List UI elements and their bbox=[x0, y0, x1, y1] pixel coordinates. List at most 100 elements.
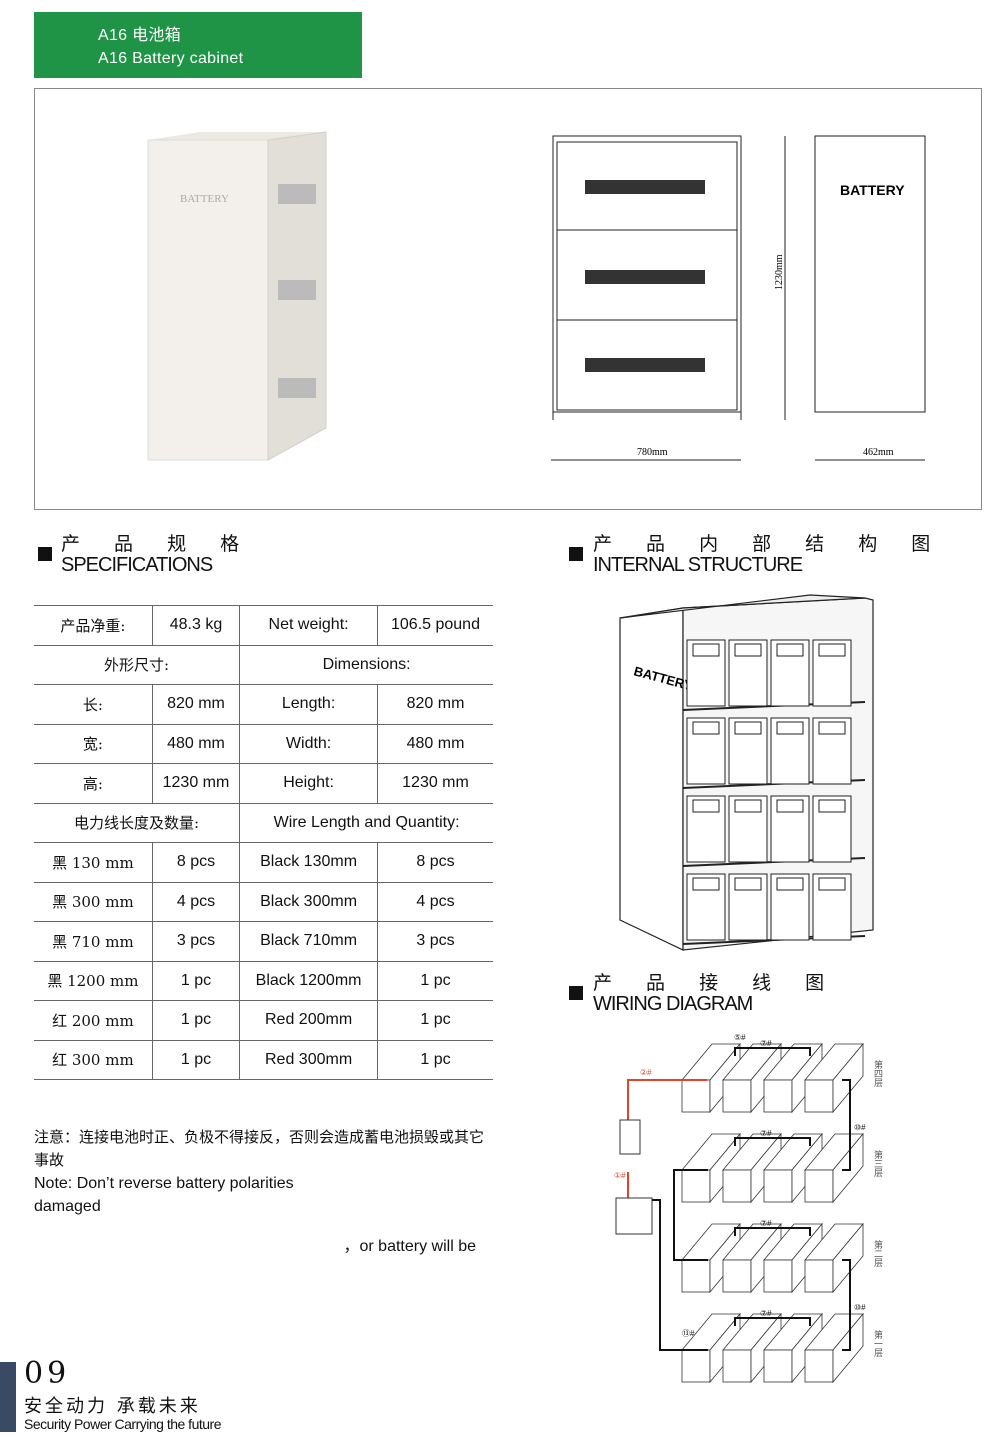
spec-cell: 4 pcs bbox=[151, 881, 240, 922]
wire-label: ②# bbox=[640, 1068, 652, 1077]
spec-cell: 黑 710 mm bbox=[34, 921, 153, 962]
battery bbox=[686, 639, 726, 707]
spec-cell: 1230 mm bbox=[377, 763, 493, 804]
spec-cell: 1 pc bbox=[377, 960, 493, 1001]
wire-label: ⑦# bbox=[760, 1039, 772, 1048]
spec-cell: Red 300mm bbox=[239, 1039, 378, 1080]
spec-cell: 黑 1200 mm bbox=[34, 960, 153, 1001]
spec-cell: 820 mm bbox=[377, 684, 493, 725]
battery bbox=[728, 795, 768, 863]
page-number: 09 bbox=[24, 1356, 71, 1391]
battery-block bbox=[804, 1042, 864, 1114]
spec-cell: 3 pcs bbox=[377, 921, 493, 962]
spec-cell: Length: bbox=[239, 684, 378, 725]
wire-label: ⑩# bbox=[854, 1303, 866, 1312]
bullet-icon bbox=[569, 986, 583, 1000]
spec-cell: 电力线长度及数量: bbox=[34, 802, 240, 843]
spec-cell: 1 pc bbox=[151, 1039, 240, 1080]
spec-cell: Net weight: bbox=[239, 605, 378, 646]
battery bbox=[686, 717, 726, 785]
spec-cell: Black 300mm bbox=[239, 881, 378, 922]
battery-block bbox=[804, 1222, 864, 1294]
layer-label: 第四层 bbox=[873, 1059, 883, 1088]
battery-block bbox=[804, 1312, 864, 1384]
spec-cell: 8 pcs bbox=[151, 842, 240, 883]
wire-label: ⑦# bbox=[760, 1219, 772, 1228]
battery bbox=[770, 639, 810, 707]
internal-structure-drawing: BATTERY bbox=[619, 594, 874, 951]
caution-note: 注意：连接电池时正、负极不得接反，否则会造成蓄电池损毁或其它事故 Note: D… bbox=[34, 1128, 485, 1255]
battery bbox=[686, 873, 726, 941]
spec-cell: Dimensions: bbox=[239, 644, 493, 685]
spec-cell: Black 130mm bbox=[239, 842, 378, 883]
spec-cell: 红 300 mm bbox=[34, 1039, 153, 1080]
wire-label: ⑩# bbox=[854, 1123, 866, 1132]
svg-text:BATTERY: BATTERY bbox=[180, 193, 229, 205]
spec-row: 电力线长度及数量:Wire Length and Quantity: bbox=[34, 802, 493, 843]
layer-label: 第二层 bbox=[873, 1239, 883, 1268]
spec-cell: 106.5 pound bbox=[377, 605, 493, 646]
battery bbox=[770, 717, 810, 785]
battery bbox=[686, 795, 726, 863]
spec-cell: 480 mm bbox=[377, 723, 493, 764]
spec-cell: 外形尺寸: bbox=[34, 644, 240, 685]
wire-label: ⑬# bbox=[682, 1329, 695, 1338]
spec-cell: 820 mm bbox=[151, 684, 240, 725]
spec-cell: 48.3 kg bbox=[151, 605, 240, 646]
product-drawing-frame bbox=[34, 88, 982, 510]
battery bbox=[812, 795, 852, 863]
spec-cell: 1 pc bbox=[377, 1000, 493, 1041]
spec-cell: 红 200 mm bbox=[34, 1000, 153, 1041]
spec-cell: 黑 300 mm bbox=[34, 881, 153, 922]
title-banner: A16 电池箱 A16 Battery cabinet bbox=[34, 12, 362, 78]
spec-cell: 高: bbox=[34, 763, 153, 804]
svg-text:462mm: 462mm bbox=[863, 447, 894, 458]
svg-text:BATTERY: BATTERY bbox=[840, 182, 905, 198]
layer-label: 第一层 bbox=[873, 1329, 883, 1358]
layer-label: 第三层 bbox=[873, 1149, 883, 1178]
dimension-drawing: BATTERY 780mm 462mm 1230mm bbox=[551, 135, 926, 461]
wire-label: ⑦# bbox=[760, 1129, 772, 1138]
battery bbox=[812, 717, 852, 785]
battery bbox=[728, 639, 768, 707]
battery bbox=[728, 717, 768, 785]
spec-cell: 长: bbox=[34, 684, 153, 725]
spec-cell: 1 pc bbox=[151, 960, 240, 1001]
spec-cell: Wire Length and Quantity: bbox=[239, 802, 493, 843]
spec-cell: 产品净重: bbox=[34, 605, 153, 646]
spec-cell: 4 pcs bbox=[377, 881, 493, 922]
svg-text:780mm: 780mm bbox=[637, 447, 668, 458]
spec-cell: Black 1200mm bbox=[239, 960, 378, 1001]
battery bbox=[728, 873, 768, 941]
spec-cell: Red 200mm bbox=[239, 1000, 378, 1041]
spec-cell: 黑 130 mm bbox=[34, 842, 153, 883]
spec-cell: 1 pc bbox=[377, 1039, 493, 1080]
footer-bar bbox=[0, 1362, 16, 1432]
cabinet-photo: BATTERY bbox=[147, 131, 327, 461]
spec-cell: 1 pc bbox=[151, 1000, 240, 1041]
wire-label: ⑤# bbox=[734, 1033, 746, 1042]
battery bbox=[770, 873, 810, 941]
spec-cell: 480 mm bbox=[151, 723, 240, 764]
spec-cell: Height: bbox=[239, 763, 378, 804]
title-cn: A16 电池箱 bbox=[98, 27, 182, 44]
slogan-cn: 安全动力 承载未来 bbox=[24, 1396, 201, 1417]
wire-label: ①# bbox=[614, 1171, 626, 1180]
slogan-en: Security Power Carrying the future bbox=[24, 1416, 221, 1432]
spec-cell: 3 pcs bbox=[151, 921, 240, 962]
spec-cell: Black 710mm bbox=[239, 921, 378, 962]
